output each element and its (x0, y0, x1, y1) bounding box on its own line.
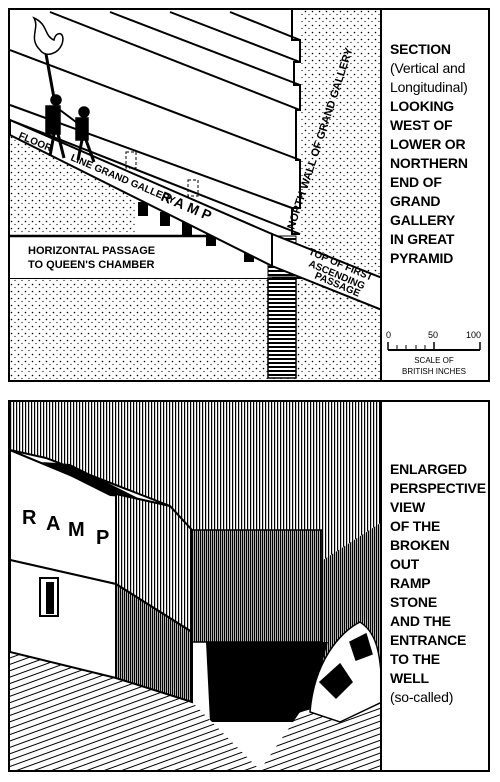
ramp-letter-m: M (68, 519, 85, 541)
caption-line: BROKEN OUT (390, 537, 450, 572)
caption-line: ENTRANCE (390, 632, 467, 648)
ramp-letter-a: A (46, 513, 60, 535)
caption-line: Longitudinal) (390, 79, 468, 95)
caption-line: WEST OF (390, 117, 453, 133)
horizontal-passage-label-2: TO QUEEN'S CHAMBER (28, 259, 155, 271)
section-diagram-panel: FLOOR LINE GRAND GALLERY RAMP NORTH WALL… (8, 8, 490, 382)
well-shaft (267, 277, 297, 379)
gallery-floor (10, 642, 260, 770)
scale-tick-100: 100 (466, 330, 481, 340)
masonry-lower-left (10, 135, 135, 236)
ramp-letter-r: R (22, 507, 37, 529)
caption-line: PYRAMID (390, 250, 454, 266)
perspective-drawing: R A M P (10, 402, 382, 770)
perspective-view-panel: R A M P ENLARGED PERSPECTIVE VIEW OF THE BRO… (8, 400, 490, 772)
caption-line: WELL (390, 670, 429, 686)
section-drawing: FLOOR LINE GRAND GALLERY RAMP NORTH WALL… (10, 10, 382, 380)
caption-line: RAMP STONE (390, 575, 437, 610)
scale-tick-50: 50 (428, 330, 438, 340)
caption-line: AND THE (390, 613, 451, 629)
caption-line: (so-called) (390, 689, 454, 705)
scale-title-2: BRITISH INCHES (402, 367, 466, 376)
scale-bar: 0 50 100 SCALE OF BRITISH INCHES (382, 328, 488, 382)
well-inner-wall (191, 529, 323, 643)
rubble (309, 621, 382, 723)
caption-line: IN GREAT (390, 231, 455, 247)
horizontal-passage-label-1: HORIZONTAL PASSAGE (28, 245, 155, 257)
caption-line: VIEW (390, 499, 425, 515)
caption-line: SECTION (390, 41, 451, 57)
figures-with-torch (32, 16, 96, 163)
caption-line: OF THE (390, 518, 441, 534)
ramp-letter-p: P (96, 527, 109, 549)
caption-line: LOWER OR (390, 136, 466, 152)
caption-line: GALLERY (390, 212, 455, 228)
caption-line: NORTHERN (390, 155, 468, 171)
scale-title-1: SCALE OF (414, 356, 454, 365)
gallery-floor (10, 118, 273, 268)
ramp-block (10, 448, 193, 704)
well-entrance (206, 642, 328, 722)
scale-tick-0: 0 (386, 330, 391, 340)
caption-line: LOOKING (390, 98, 454, 114)
masonry-bottom (10, 278, 382, 380)
caption-line: (Vertical and (390, 60, 466, 76)
caption-line: ENLARGED (390, 461, 467, 477)
caption-line: GRAND (390, 193, 441, 209)
caption-line: END OF (390, 174, 442, 190)
caption-line: TO THE (390, 651, 440, 667)
caption-line: PERSPECTIVE (390, 480, 486, 496)
